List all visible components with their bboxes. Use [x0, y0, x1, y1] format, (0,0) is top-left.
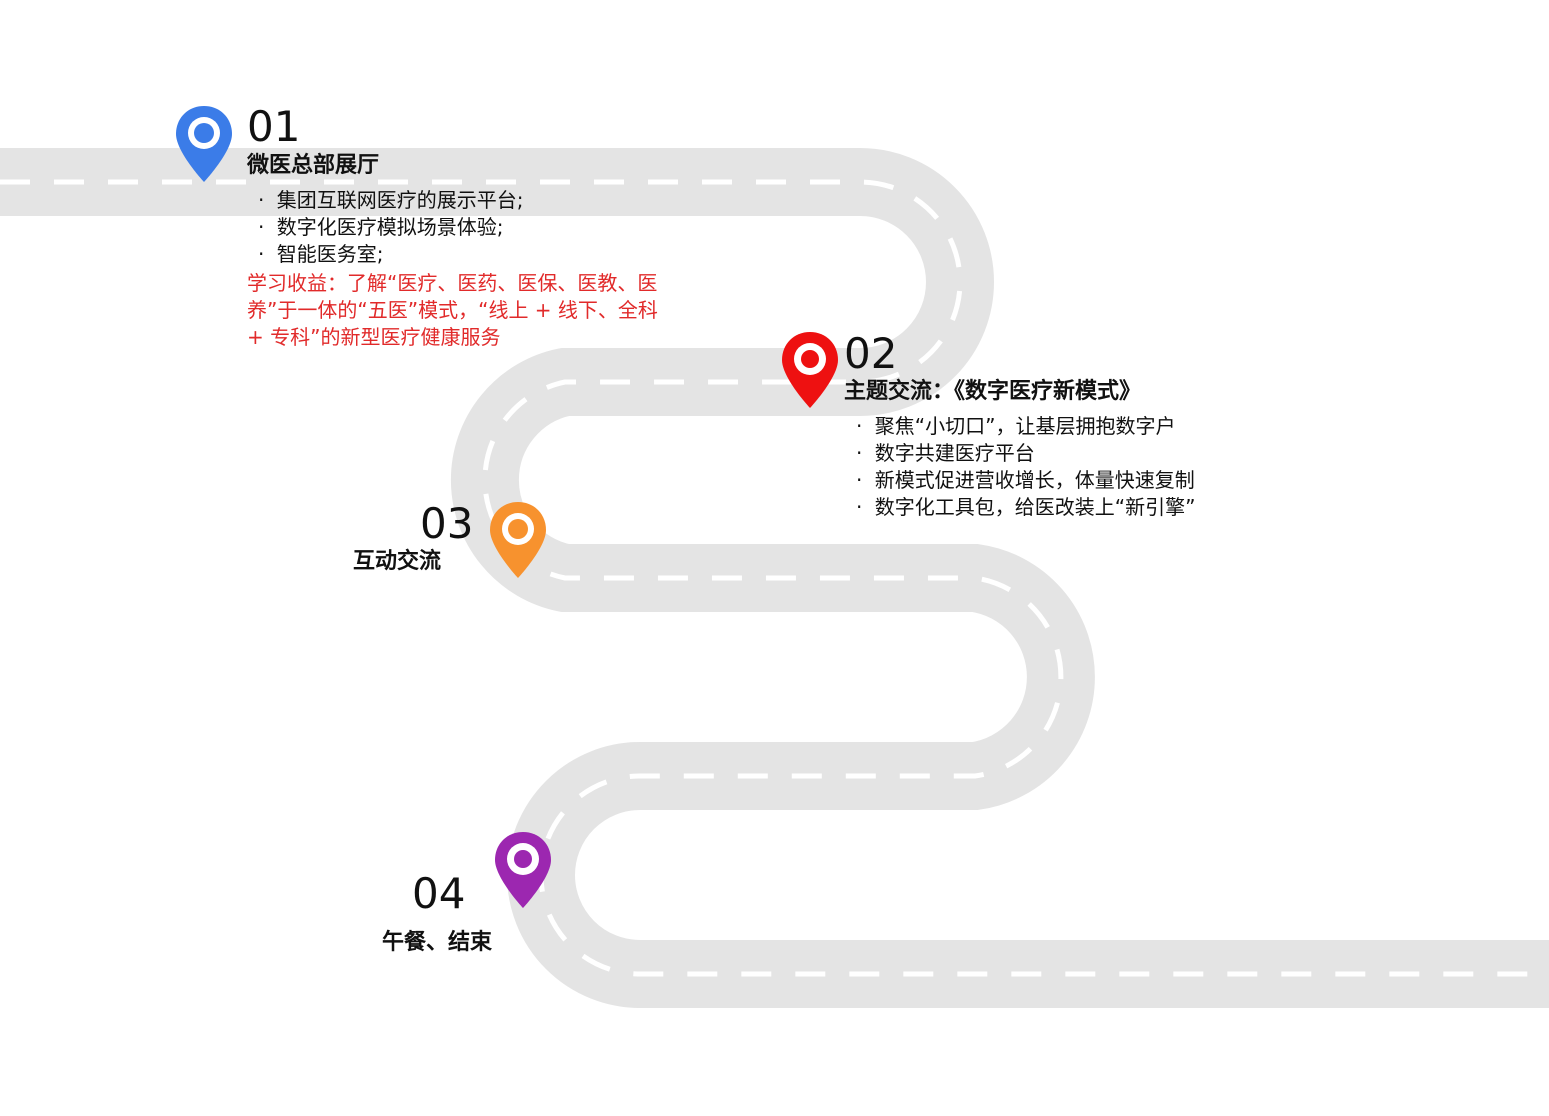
stop-number-02: 02 — [844, 333, 897, 375]
stop-title-02: 主题交流：《数字医疗新模式》 — [844, 379, 1141, 405]
bullet-item: 数字共建医疗平台 — [856, 440, 1195, 467]
stop-number-03: 03 — [420, 503, 473, 545]
bullet-item: 聚焦“小切口”，让基层拥抱数字户 — [856, 413, 1195, 440]
stop-title-01: 微医总部展厅 — [247, 153, 379, 179]
location-pin-icon-02 — [780, 330, 840, 410]
bullet-item: 集团互联网医疗的展示平台; — [258, 187, 523, 214]
learning-benefit-text: 学习收益：了解“医疗、医药、医保、医教、医养”于一体的“五医”模式，“线上 + … — [247, 270, 677, 351]
bullet-item: 新模式促进营收增长，体量快速复制 — [856, 467, 1195, 494]
stop-number-04: 04 — [412, 873, 465, 915]
bullet-item: 智能医务室; — [258, 241, 523, 268]
location-pin-icon-03 — [488, 500, 548, 580]
stop-bullets-02: 聚焦“小切口”，让基层拥抱数字户 数字共建医疗平台 新模式促进营收增长，体量快速… — [856, 413, 1195, 521]
stop-number-01: 01 — [247, 106, 300, 148]
location-pin-icon-04 — [493, 830, 553, 910]
stop-title-03: 互动交流 — [353, 549, 441, 575]
bullet-item: 数字化医疗模拟场景体验; — [258, 214, 523, 241]
stop-bullets-01: 集团互联网医疗的展示平台; 数字化医疗模拟场景体验; 智能医务室; — [258, 187, 523, 268]
bullet-item: 数字化工具包，给医改装上“新引擎” — [856, 494, 1195, 521]
lane-divider-dashes — [0, 182, 1549, 974]
stop-title-04: 午餐、结束 — [382, 930, 492, 956]
location-pin-icon-01 — [174, 104, 234, 184]
